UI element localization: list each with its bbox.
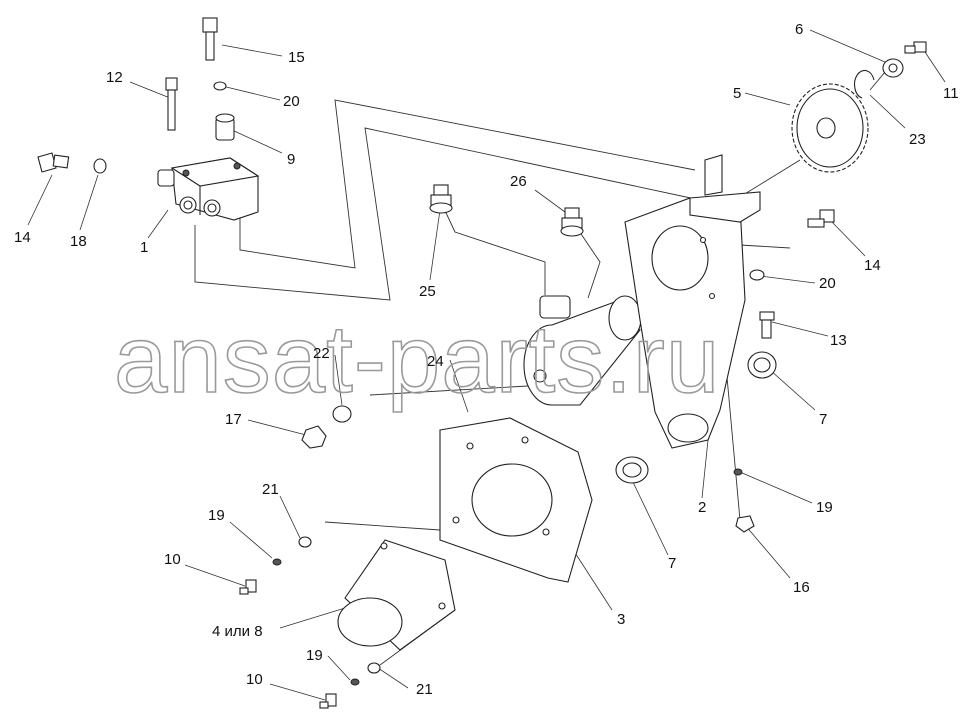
callout-label-21-upper: 21 — [262, 481, 279, 498]
callout-label-14-left: 14 — [14, 229, 31, 246]
nut-part-17 — [301, 425, 327, 449]
bolt-part-11 — [904, 41, 927, 54]
callout-label-12: 12 — [106, 69, 123, 86]
callout-label-10-upper: 10 — [164, 551, 181, 568]
callout-label-1: 1 — [140, 239, 148, 256]
callout-label-6: 6 — [795, 21, 803, 38]
bolt-part-14-left — [37, 152, 70, 173]
callout-label-14-right: 14 — [864, 257, 881, 274]
callout-label-22: 22 — [313, 345, 330, 362]
washer-part-21-lower — [367, 662, 381, 674]
fitting-part-26 — [560, 207, 584, 237]
bolt-part-10-lower — [319, 693, 337, 709]
washer-part-18 — [93, 158, 107, 174]
gear-part-5 — [791, 83, 869, 173]
washer-part-19-right — [733, 468, 743, 476]
callout-label-13: 13 — [830, 332, 847, 349]
callout-label-10-lower: 10 — [246, 671, 263, 688]
watermark-text: ansat-parts.ru — [114, 306, 720, 413]
assembly-guide-lines — [194, 65, 891, 666]
washer-part-20-right — [749, 269, 765, 281]
seal-part-7-bottom — [615, 456, 649, 484]
washer-part-20-top — [213, 81, 227, 91]
retaining-ring-part-23 — [853, 69, 875, 99]
bolt-part-15 — [202, 17, 218, 61]
callout-label-24: 24 — [427, 353, 444, 370]
bolt-part-10-upper — [239, 579, 257, 595]
callout-label-26: 26 — [510, 173, 527, 190]
nut-part-16 — [735, 515, 755, 533]
callout-label-3: 3 — [617, 611, 625, 628]
callout-label-5: 5 — [733, 85, 741, 102]
callout-labels: 1 2 3 4 или 8 5 6 7 7 9 10 10 11 12 13 1… — [14, 21, 959, 698]
washer-part-21-upper — [298, 536, 312, 548]
washer-part-6 — [882, 58, 904, 78]
callout-label-17: 17 — [225, 411, 242, 428]
bolt-part-12 — [165, 77, 178, 131]
valve-block-part-1 — [157, 157, 260, 221]
cover-part-4-or-8 — [337, 539, 456, 651]
callout-label-23: 23 — [909, 131, 926, 148]
callout-label-20-top: 20 — [283, 93, 300, 110]
callout-label-25: 25 — [419, 283, 436, 300]
callout-label-20-right: 20 — [819, 275, 836, 292]
callout-label-9: 9 — [287, 151, 295, 168]
bolt-part-14-right — [807, 209, 835, 228]
callout-label-19-upper: 19 — [208, 507, 225, 524]
callout-label-15: 15 — [288, 49, 305, 66]
washer-part-19-lower — [350, 678, 360, 686]
plate-part-3 — [439, 417, 593, 583]
callout-label-7-bottom: 7 — [668, 555, 676, 572]
callout-label-21-lower: 21 — [416, 681, 433, 698]
callout-label-18: 18 — [70, 233, 87, 250]
callout-label-7-right: 7 — [819, 411, 827, 428]
seal-part-7-right — [747, 351, 777, 379]
callout-label-19-right: 19 — [816, 499, 833, 516]
callout-label-11: 11 — [943, 85, 959, 102]
washer-part-19-upper — [272, 558, 282, 566]
callout-label-4-or-8: 4 или 8 — [212, 623, 263, 640]
callout-label-16: 16 — [793, 579, 810, 596]
stud-part-13 — [759, 311, 775, 339]
callout-leaders — [27, 29, 946, 701]
bracket-part-2 — [624, 154, 761, 449]
hydraulic-motor-part-24 — [523, 295, 642, 406]
fitting-part-25 — [429, 184, 453, 214]
callout-label-19-lower: 19 — [306, 647, 323, 664]
washer-part-22 — [332, 405, 352, 423]
callout-label-2: 2 — [698, 499, 706, 516]
spacer-part-9 — [215, 113, 235, 141]
